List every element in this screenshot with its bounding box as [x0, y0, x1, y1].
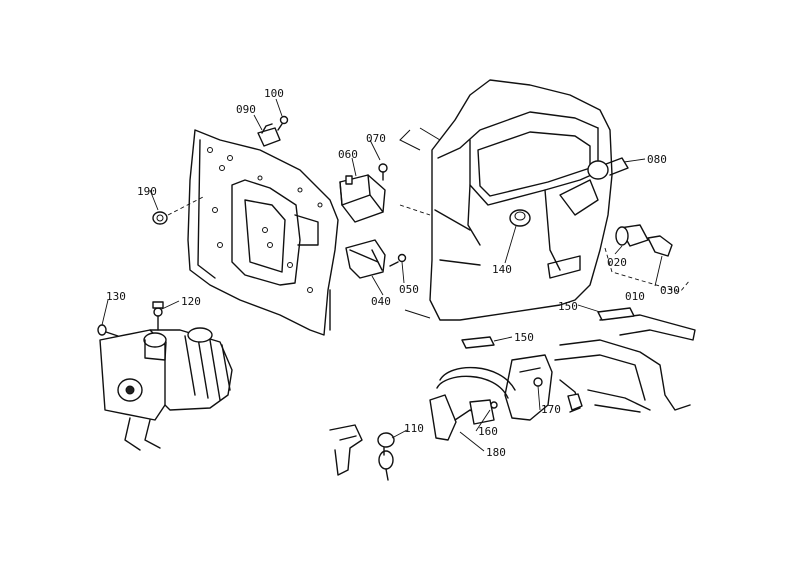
callout-190: 190 [137, 185, 157, 198]
callout-070: 070 [366, 132, 386, 145]
part-060-relay [339, 174, 386, 223]
part-050-screw [389, 253, 407, 267]
part-030-key [647, 235, 673, 257]
callout-040: 040 [371, 295, 391, 308]
callout-020: 020 [607, 256, 627, 269]
callout-030: 030 [660, 284, 680, 297]
part-070-bolt [378, 163, 388, 181]
callout-labels: 100 090 070 060 190 080 140 020 010 030 … [106, 87, 680, 459]
leader-lines [101, 98, 663, 452]
part-150-plate-right [597, 307, 635, 321]
callout-100: 100 [264, 87, 284, 100]
part-130-sensor [97, 324, 119, 337]
alternator [99, 327, 233, 451]
callout-090: 090 [236, 103, 256, 116]
callout-080: 080 [647, 153, 667, 166]
callout-060: 060 [338, 148, 358, 161]
part-120-sensor [152, 301, 164, 331]
part-190-nut [152, 195, 206, 225]
dashboard-housing [399, 79, 613, 321]
callout-180: 180 [486, 446, 506, 459]
callout-140: 140 [492, 263, 512, 276]
part-090-clip [257, 123, 281, 147]
part-020-key-switch [615, 224, 649, 247]
part-150-plate-left [461, 336, 495, 349]
callout-150-left: 150 [514, 331, 534, 344]
callout-050: 050 [399, 283, 419, 296]
part-100-screw [277, 115, 289, 131]
part-040-horn-bracket [345, 239, 386, 279]
callout-130: 130 [106, 290, 126, 303]
harness-assembly [429, 354, 583, 441]
callout-170: 170 [541, 403, 561, 416]
callout-150-right: 150 [558, 300, 578, 313]
callout-120: 120 [181, 295, 201, 308]
part-110-switch [329, 424, 395, 481]
mounting-plate [187, 129, 339, 336]
part-140-knob [509, 209, 531, 227]
part-080-lamp [587, 157, 629, 180]
callout-110: 110 [404, 422, 424, 435]
callout-010: 010 [625, 290, 645, 303]
callout-160: 160 [478, 425, 498, 438]
